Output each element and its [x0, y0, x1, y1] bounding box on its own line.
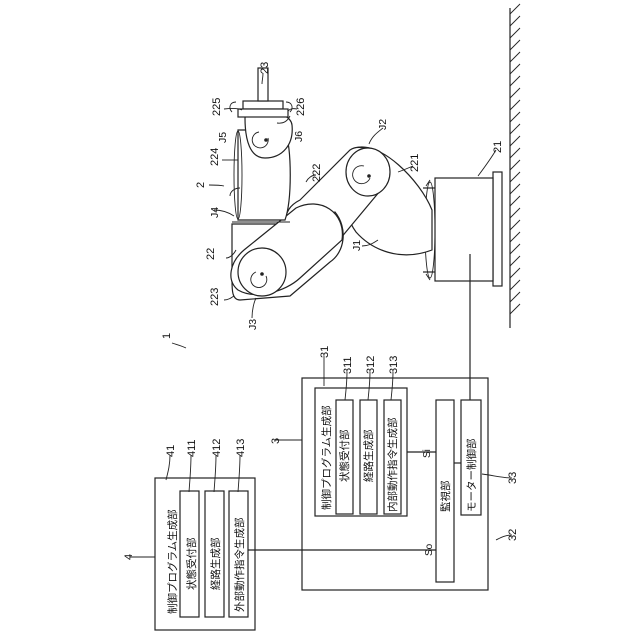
wall — [510, 4, 520, 328]
ref-link-222: 222 — [311, 164, 323, 182]
wall-hatch-line — [510, 196, 520, 206]
wall-hatch-line — [510, 220, 520, 230]
wall-hatch-line — [510, 136, 520, 146]
wall-hatch-line — [510, 100, 520, 110]
wall-hatch-line — [510, 244, 520, 254]
label-ext-state: 状態受付部 — [185, 538, 198, 591]
ref-joint-j1: J1 — [351, 240, 363, 251]
robot-arm — [231, 68, 432, 300]
wall-hatch-line — [510, 28, 520, 38]
label-ext-cmd: 外部動作指令生成部 — [233, 518, 246, 613]
label-program-gen: 制御プログラム生成部 — [320, 405, 333, 510]
wall-hatch-line — [510, 148, 520, 158]
wall-hatch-line — [510, 64, 520, 74]
ref-joint-j4: J4 — [209, 207, 221, 218]
ref-motor: 33 — [507, 472, 519, 484]
signal-so: So — [424, 543, 435, 556]
wall-hatch-line — [510, 304, 520, 314]
ref-external: 4 — [123, 554, 135, 560]
ref-internal-cmd: 313 — [388, 356, 400, 374]
label-ext-program-gen: 制御プログラム生成部 — [166, 509, 179, 614]
ref-link-221: 221 — [409, 154, 421, 172]
ref-ext-path: 412 — [211, 439, 223, 457]
wall-hatch-line — [510, 88, 520, 98]
ref-program-gen: 31 — [319, 346, 331, 358]
wall-hatch-line — [510, 232, 520, 242]
ref-base: 21 — [492, 141, 504, 153]
label-internal-cmd: 内部動作指令生成部 — [386, 418, 399, 513]
ref-ext-program-gen: 41 — [165, 445, 177, 457]
ref-ext-cmd: 413 — [235, 439, 247, 457]
wall-hatch-line — [510, 76, 520, 86]
wall-hatch-line — [510, 208, 520, 218]
ref-joint-j6: J6 — [293, 131, 305, 142]
ref-link-223: 223 — [209, 288, 221, 306]
ref-joint-j2: J2 — [377, 119, 389, 130]
wall-hatch-line — [510, 16, 520, 26]
label-ext-path: 経路生成部 — [209, 538, 222, 591]
ref-controller: 3 — [270, 438, 282, 444]
wall-hatch-line — [510, 172, 520, 182]
ref-tool: 23 — [259, 62, 271, 74]
ref-link-225: 225 — [211, 98, 223, 116]
label-state-unit: 状態受付部 — [338, 430, 351, 483]
ref-arm: 22 — [205, 248, 217, 260]
label-motor: モーター制御部 — [465, 439, 478, 513]
wall-hatch-line — [510, 124, 520, 134]
ref-joint-j3: J3 — [247, 319, 259, 330]
wall-hatch-line — [510, 40, 520, 50]
ref-system: 1 — [161, 333, 173, 339]
wall-hatch-line — [510, 280, 520, 290]
wall-hatch-line — [510, 4, 520, 14]
robot-base — [423, 172, 502, 286]
ref-monitor: 32 — [507, 529, 519, 541]
signal-si: Si — [422, 449, 433, 458]
wall-hatch-line — [510, 184, 520, 194]
ref-state-unit: 311 — [342, 356, 354, 374]
ref-joint-j5: J5 — [217, 132, 229, 143]
ref-link-226: 226 — [295, 98, 307, 116]
wall-hatch-line — [510, 292, 520, 302]
wall-hatch-line — [510, 256, 520, 266]
wall-hatch-line — [510, 52, 520, 62]
wall-hatch-line — [510, 112, 520, 122]
label-path-unit: 経路生成部 — [362, 430, 375, 483]
wall-hatch-line — [510, 160, 520, 170]
ref-path-unit: 312 — [365, 356, 377, 374]
label-monitor: 監視部 — [439, 481, 452, 513]
ref-ext-state: 411 — [186, 439, 198, 457]
wall-hatch-line — [510, 268, 520, 278]
ref-robot: 2 — [195, 182, 207, 188]
ref-link-224: 224 — [209, 148, 221, 166]
